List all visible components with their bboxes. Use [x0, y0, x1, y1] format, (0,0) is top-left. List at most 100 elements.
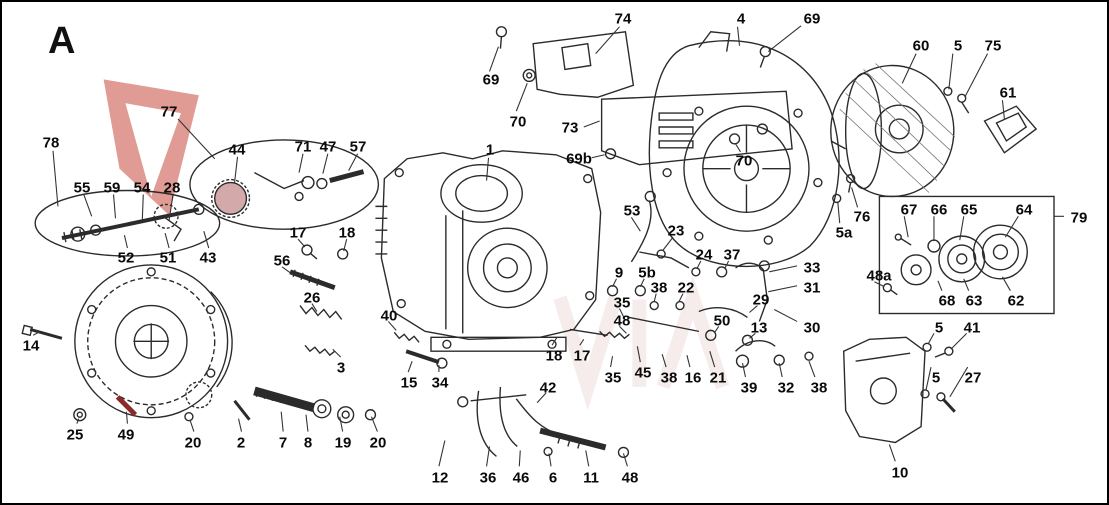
part-label-63: 63 — [965, 292, 983, 310]
part-label-7: 7 — [278, 434, 288, 452]
part-label-69: 69 — [803, 10, 821, 28]
part-label-42: 42 — [539, 379, 557, 397]
part-label-18: 18 — [545, 347, 563, 365]
part-label-51: 51 — [159, 249, 177, 267]
part-label-59: 59 — [103, 179, 121, 197]
part-label-20: 20 — [184, 434, 202, 452]
part-label-5: 5 — [934, 319, 944, 337]
part-label-48: 48 — [613, 312, 631, 330]
part-label-26: 26 — [303, 289, 321, 307]
part-label-40: 40 — [380, 307, 398, 325]
part-label-64: 64 — [1015, 201, 1033, 219]
part-label-41: 41 — [963, 319, 981, 337]
leader-lines — [32, 25, 1064, 467]
part-label-62: 62 — [1007, 292, 1025, 310]
part-label-77: 77 — [160, 103, 178, 121]
part-label-68: 68 — [938, 292, 956, 310]
part-label-5: 5 — [931, 369, 941, 387]
part-label-55: 55 — [73, 179, 91, 197]
part-label-13: 13 — [750, 319, 768, 337]
part-label-75: 75 — [984, 37, 1002, 55]
part-label-67: 67 — [900, 201, 918, 219]
part-label-43: 43 — [199, 249, 217, 267]
part-label-57: 57 — [349, 138, 367, 156]
part-label-5a: 5a — [835, 224, 853, 242]
part-label-78: 78 — [42, 134, 60, 152]
part-label-18: 18 — [338, 224, 356, 242]
part-label-38: 38 — [650, 279, 668, 297]
part-label-27: 27 — [964, 369, 982, 387]
part-label-69: 69 — [482, 71, 500, 89]
part-label-22: 22 — [677, 279, 695, 297]
part-label-70: 70 — [735, 152, 753, 170]
part-label-65: 65 — [960, 201, 978, 219]
part-label-19: 19 — [334, 434, 352, 452]
part-label-56: 56 — [273, 252, 291, 270]
part-label-9: 9 — [614, 264, 624, 282]
part-label-74: 74 — [614, 10, 632, 28]
part-label-46: 46 — [512, 469, 530, 487]
watermark-text-shapes — [553, 275, 730, 411]
part-label-6: 6 — [548, 469, 558, 487]
part-label-48: 48 — [621, 469, 639, 487]
part-label-31: 31 — [803, 279, 821, 297]
part-label-44: 44 — [228, 141, 246, 159]
part-label-8: 8 — [303, 434, 313, 452]
part-label-11: 11 — [583, 469, 599, 487]
part-label-23: 23 — [667, 222, 685, 240]
part-label-25: 25 — [66, 426, 84, 444]
part-label-79: 79 — [1070, 209, 1088, 227]
part-label-38: 38 — [660, 369, 678, 387]
part-label-12: 12 — [431, 469, 449, 487]
watermark-logo — [103, 79, 199, 216]
part-label-28: 28 — [163, 179, 181, 197]
part-label-54: 54 — [133, 179, 151, 197]
part-label-76: 76 — [853, 208, 871, 226]
figure-label: A — [48, 20, 76, 62]
part-label-60: 60 — [912, 37, 930, 55]
part-label-52: 52 — [117, 249, 135, 267]
part-label-34: 34 — [431, 374, 449, 392]
part-label-48a: 48a — [866, 267, 892, 285]
part-label-47: 47 — [319, 138, 337, 156]
part-label-17: 17 — [573, 347, 591, 365]
part-label-10: 10 — [891, 464, 909, 482]
part-label-32: 32 — [777, 379, 795, 397]
part-label-21: 21 — [709, 369, 727, 387]
part-label-14: 14 — [22, 337, 40, 355]
part-label-71: 71 — [294, 138, 312, 156]
part-label-5b: 5b — [638, 264, 656, 282]
part-label-15: 15 — [400, 374, 418, 392]
part-label-49: 49 — [117, 426, 135, 444]
part-label-29: 29 — [752, 291, 770, 309]
part-label-3: 3 — [336, 359, 346, 377]
part-label-20: 20 — [369, 434, 387, 452]
part-label-2: 2 — [236, 434, 246, 452]
part-label-36: 36 — [479, 469, 497, 487]
part-label-53: 53 — [623, 202, 641, 220]
part-label-5: 5 — [953, 37, 963, 55]
part-label-69b: 69b — [566, 150, 592, 168]
part-label-16: 16 — [684, 369, 702, 387]
part-label-70: 70 — [509, 113, 527, 131]
part-label-30: 30 — [803, 319, 821, 337]
part-label-4: 4 — [736, 10, 746, 28]
part-label-24: 24 — [695, 246, 713, 264]
part-label-37: 37 — [723, 246, 741, 264]
part-label-38: 38 — [810, 379, 828, 397]
part-label-33: 33 — [803, 259, 821, 277]
part-label-1: 1 — [485, 141, 495, 159]
part-label-35: 35 — [613, 294, 631, 312]
part-label-39: 39 — [740, 379, 758, 397]
part-label-35: 35 — [604, 369, 622, 387]
part-label-50: 50 — [713, 312, 731, 330]
part-label-61: 61 — [999, 84, 1017, 102]
part-label-17: 17 — [289, 224, 307, 242]
part-label-73: 73 — [561, 119, 579, 137]
part-label-66: 66 — [930, 201, 948, 219]
machine-parts — [21, 26, 1055, 459]
part-label-45: 45 — [634, 364, 652, 382]
